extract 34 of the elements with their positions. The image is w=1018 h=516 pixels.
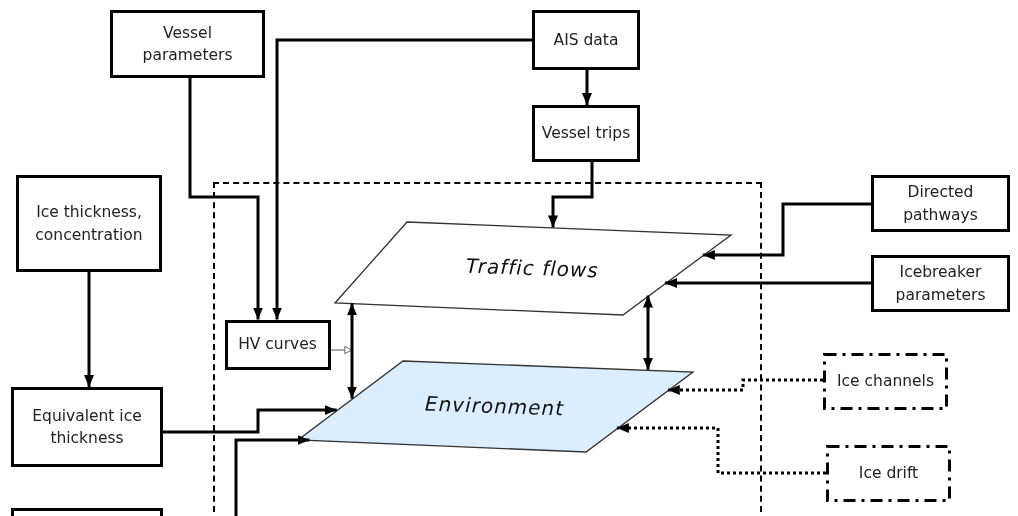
process-box [11,387,163,467]
arrow [702,202,871,260]
process-box [532,105,640,162]
process-box [110,10,265,78]
arrow [548,162,594,228]
arrow [665,278,871,288]
double-headed-arrow [347,303,357,399]
node-label: Ice channels [836,371,935,393]
process-box [871,175,1010,232]
node-label: Equivalent ice thickness [31,405,143,449]
node-label: Directed pathways [902,182,979,226]
node-label: Environment [424,390,566,422]
process-box [532,10,640,70]
arrow [582,70,592,105]
process-box [16,175,162,272]
node-label: Ice thickness, concentration [34,202,144,246]
node-label: Vessel trips [540,123,632,145]
node-label: Vessel parameters [141,22,234,66]
double-headed-arrow [643,295,653,370]
node-label: Icebreaker parameters [894,262,987,306]
node-label: AIS data [552,29,620,51]
arrow [188,78,263,320]
process-box [224,319,331,370]
dotted-arrow [667,378,823,395]
arrow [272,38,532,320]
node-label: Ice drift [857,463,920,485]
arrow [84,272,94,387]
arrow [234,435,310,516]
node-label: Traffic flows [464,252,601,284]
hollow-arrow [330,345,353,355]
arrow [163,405,337,434]
dotted-arrow [616,423,826,475]
process-box [871,255,1010,312]
node-label: HV curves [237,334,318,356]
